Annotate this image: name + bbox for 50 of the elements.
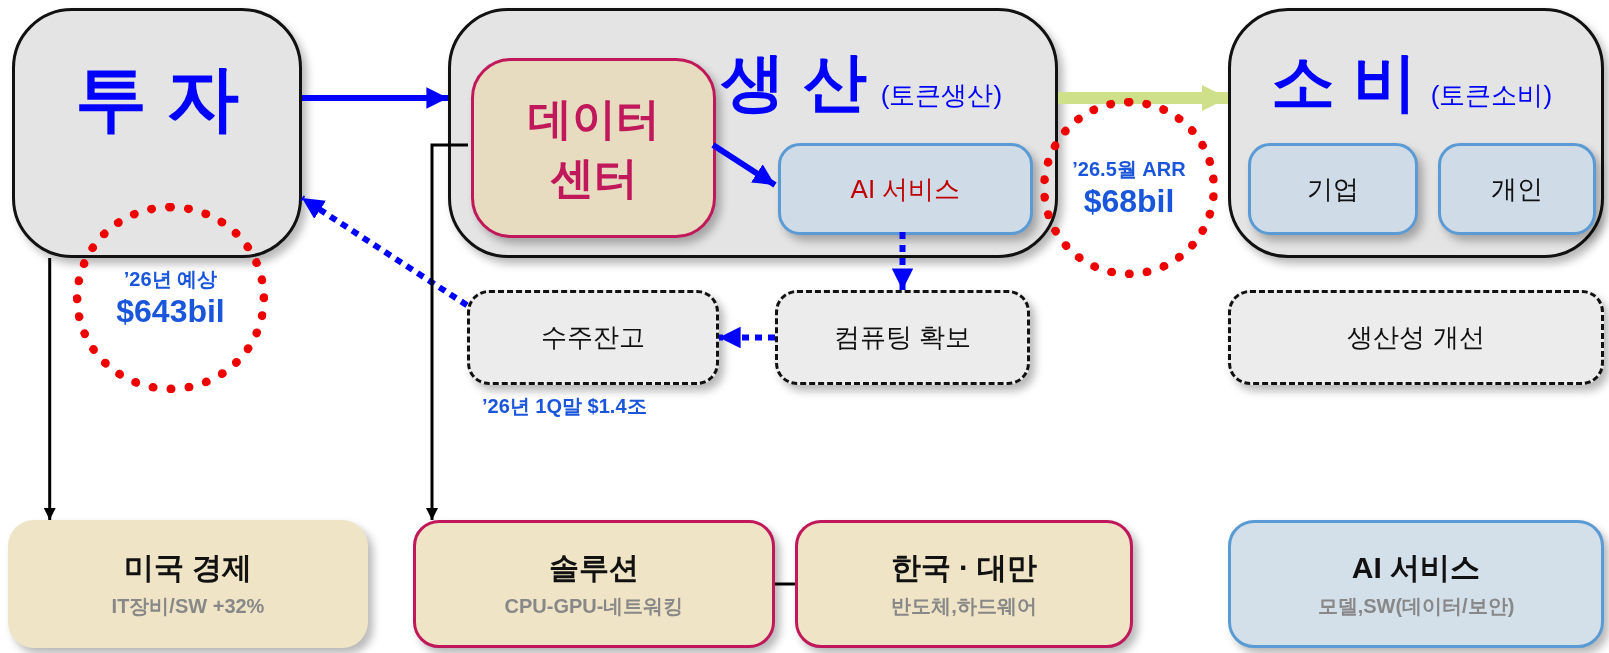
box-subtitle: 모델,SW(데이터/보안) xyxy=(1317,594,1515,619)
arrow xyxy=(711,142,777,188)
highlight-value: $643bil xyxy=(116,293,225,330)
arrow xyxy=(43,258,56,520)
service-box xyxy=(1438,143,1596,235)
box-title: AI 서비스 xyxy=(850,172,961,206)
arrow xyxy=(426,143,468,520)
stage-subtitle: (토큰생산) xyxy=(880,79,1003,112)
box-subtitle: 반도체,하드웨어 xyxy=(891,594,1037,619)
box-title: 솔루션 xyxy=(549,550,639,586)
arrow xyxy=(1058,84,1228,112)
stage-box xyxy=(448,8,1058,258)
arrow xyxy=(300,195,469,308)
box-title: 수주잔고 xyxy=(541,321,645,354)
service-box xyxy=(778,143,1033,235)
stage-title: 소 비 xyxy=(1271,45,1417,120)
highlight-text: ’26년 예상 xyxy=(123,267,218,292)
stage-box xyxy=(12,8,302,258)
dashed-box xyxy=(775,290,1030,385)
dashed-box xyxy=(1228,290,1604,385)
stage-title: 생 산 xyxy=(721,45,867,120)
result-box xyxy=(8,520,368,648)
box-title: 개인 xyxy=(1491,172,1543,206)
result-box xyxy=(413,520,775,648)
data-center-box xyxy=(471,58,716,238)
stage-box xyxy=(1228,8,1604,258)
highlight-circle xyxy=(1040,98,1218,278)
box-title: 한국 · 대만 xyxy=(890,550,1038,586)
dashed-box xyxy=(467,290,719,385)
box-subtitle: CPU-GPU-네트워킹 xyxy=(504,594,684,619)
box-title: 컴퓨팅 확보 xyxy=(833,321,972,354)
highlight-circle xyxy=(73,203,268,393)
arrow xyxy=(302,87,448,109)
service-box xyxy=(1248,143,1418,235)
stage-subtitle: (토큰소비) xyxy=(1430,79,1553,112)
arrow xyxy=(719,326,775,349)
box-title: AI 서비스 xyxy=(1351,550,1481,586)
caption-text: ’26년 1Q말 $1.4조 xyxy=(482,394,647,419)
arrow xyxy=(891,232,914,290)
box-title: 생산성 개선 xyxy=(1347,321,1485,354)
connector-line xyxy=(775,582,795,586)
highlight-text: ’26.5월 ARR xyxy=(1072,157,1186,182)
result-box xyxy=(1228,520,1604,648)
result-box xyxy=(795,520,1133,648)
highlight-value: $68bil xyxy=(1083,183,1175,220)
box-title: 데이터 센터 xyxy=(526,92,661,204)
box-title: 기업 xyxy=(1307,172,1359,206)
box-subtitle: IT장비/SW +32% xyxy=(111,594,265,619)
stage-title: 투 자 xyxy=(75,57,239,140)
box-title: 미국 경제 xyxy=(123,550,253,586)
